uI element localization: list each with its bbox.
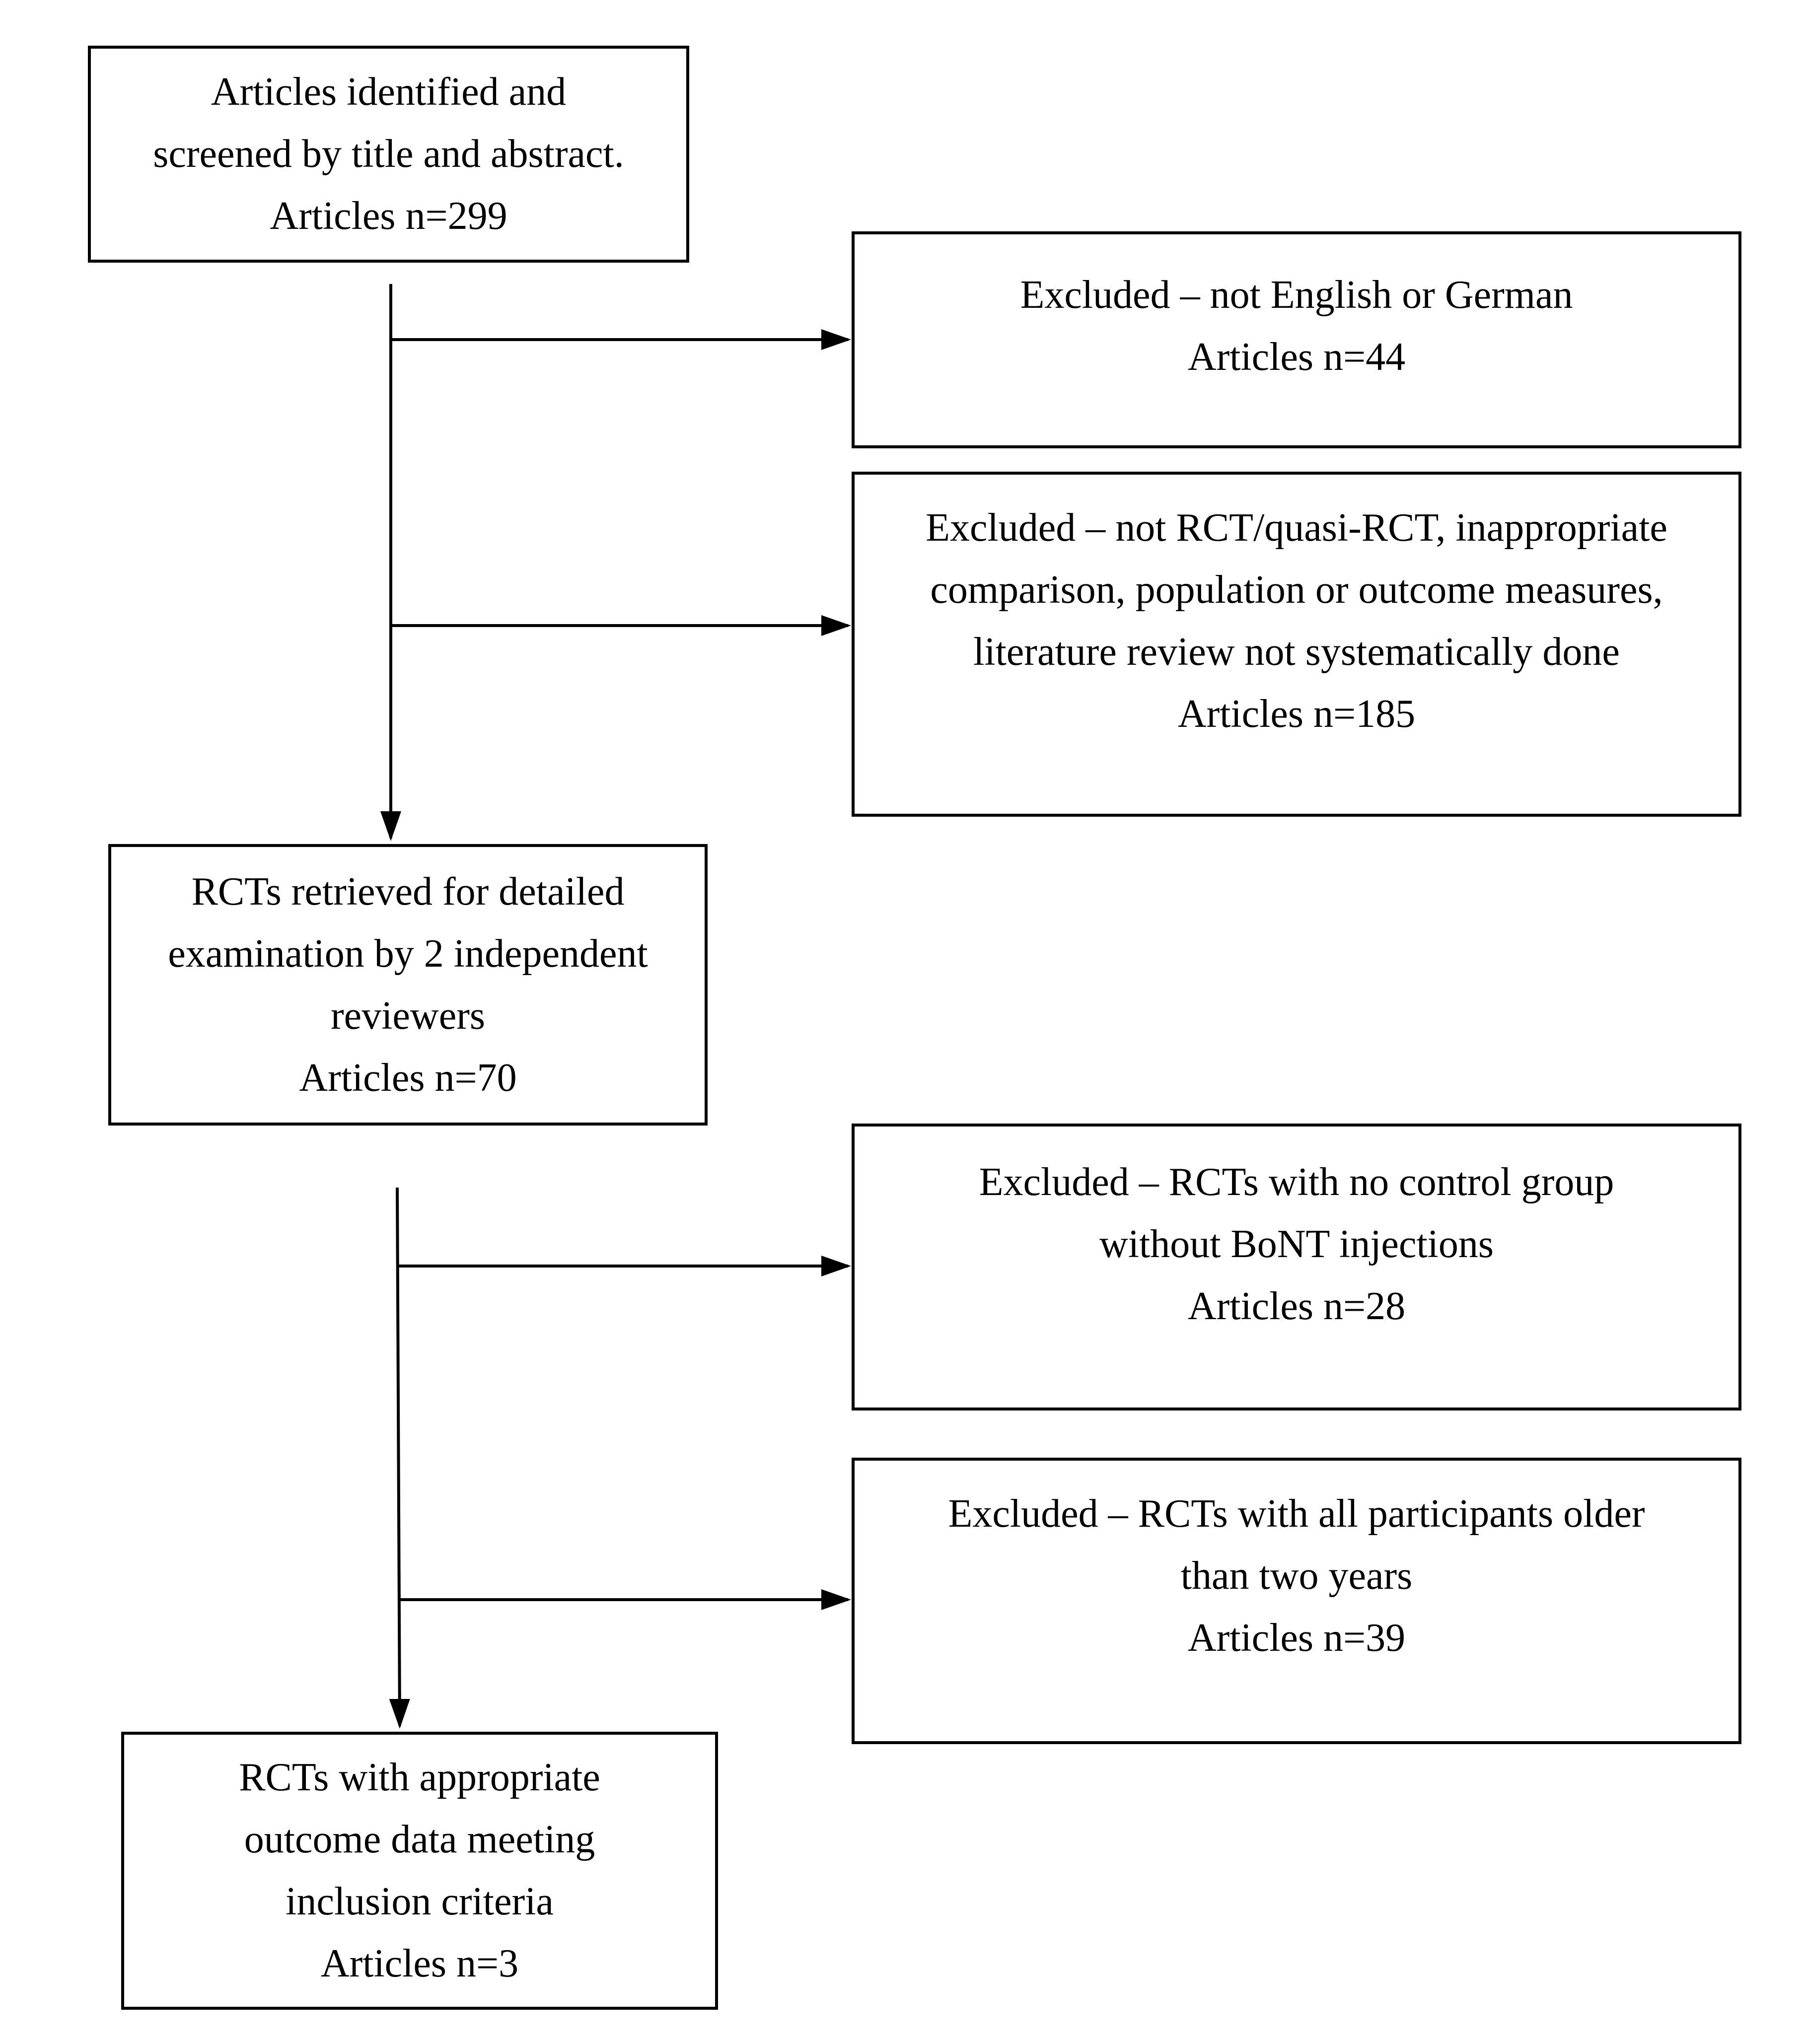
box-count: Articles n=70: [299, 1056, 517, 1100]
box-text-line: without BoNT injections: [1099, 1222, 1494, 1266]
box-count: Articles n=39: [1187, 1616, 1406, 1660]
box-excluded-control: Excluded – RCTs with no control group wi…: [852, 1124, 1741, 1410]
box-count: Articles n=44: [1187, 335, 1406, 379]
box-text-line: comparison, population or outcome measur…: [930, 568, 1663, 612]
box-text-line: literature review not systematically don…: [973, 630, 1620, 674]
box-text-line: examination by 2 independent: [168, 931, 648, 976]
box-text-line: reviewers: [331, 993, 485, 1038]
box-text-line: screened by title and abstract.: [153, 132, 624, 176]
box-text-line: inclusion criteria: [286, 1880, 554, 1923]
box-excluded-language: Excluded – not English or German Article…: [852, 231, 1741, 448]
box-rcts-included: RCTs with appropriate outcome data meeti…: [121, 1732, 718, 2010]
box-text-line: outcome data meeting: [244, 1818, 595, 1861]
box-count: Articles n=3: [320, 1942, 519, 1985]
box-excluded-age: Excluded – RCTs with all participants ol…: [852, 1458, 1741, 1744]
box-text-line: than two years: [1180, 1554, 1413, 1598]
box-count: Articles n=185: [1177, 692, 1416, 736]
box-count: Articles n=28: [1187, 1284, 1406, 1328]
box-articles-identified: Articles identified and screened by titl…: [88, 46, 689, 263]
box-text-line: Excluded – RCTs with no control group: [979, 1160, 1614, 1204]
box-text-line: Articles identified and: [211, 70, 567, 114]
box-text-line: Excluded – RCTs with all participants ol…: [948, 1492, 1645, 1536]
box-count: Articles n=299: [270, 194, 507, 238]
box-excluded-design: Excluded – not RCT/quasi-RCT, inappropri…: [852, 472, 1741, 817]
connector-retrieved-to-included: [389, 1187, 410, 1729]
box-text-line: RCTs retrieved for detailed: [191, 869, 625, 914]
box-text-line: Excluded – not English or German: [1020, 273, 1573, 317]
box-text-line: Excluded – not RCT/quasi-RCT, inappropri…: [926, 506, 1667, 550]
box-rcts-retrieved: RCTs retrieved for detailed examination …: [108, 844, 708, 1126]
box-text-line: RCTs with appropriate: [239, 1756, 600, 1799]
